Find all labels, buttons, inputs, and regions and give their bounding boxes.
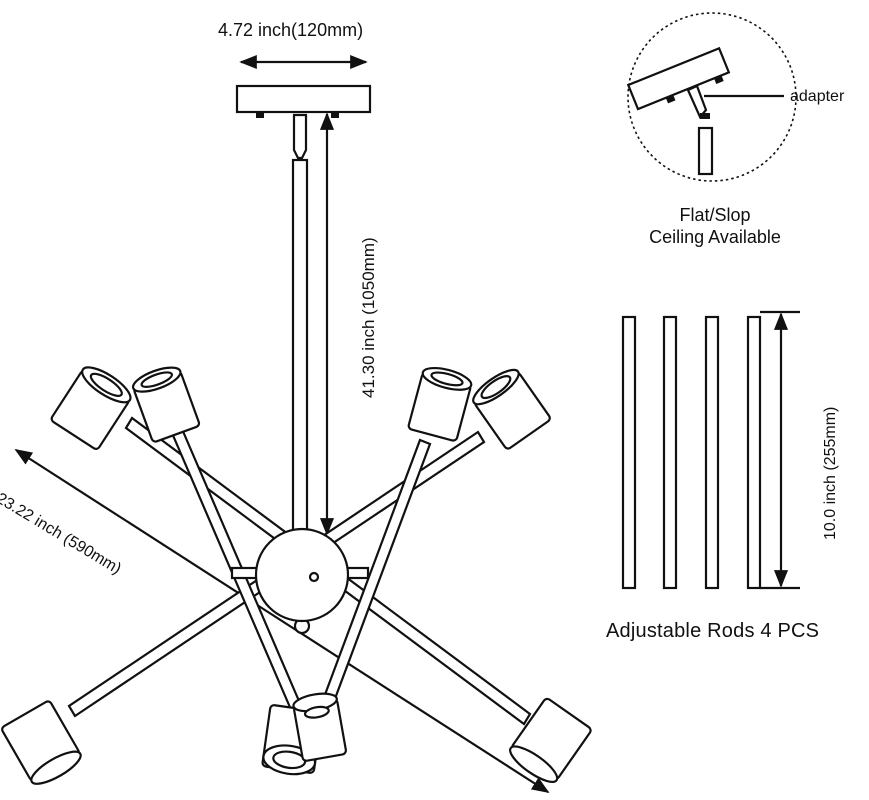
socket-upper-right-outer <box>472 368 551 450</box>
down-rod <box>291 113 309 534</box>
socket-lower-left <box>1 700 82 785</box>
adapter-icon <box>686 84 710 120</box>
rod-length-label: 10.0 inch (255mm) <box>822 406 839 540</box>
span-arrow <box>14 449 550 793</box>
ceiling-caption-line2: Ceiling Available <box>649 227 781 247</box>
rods-caption: Adjustable Rods 4 PCS <box>606 620 820 642</box>
socket-upper-right-inner <box>407 366 473 442</box>
ceiling-canopy <box>235 84 372 118</box>
total-height-label: 41.30 inch (1050mm) <box>359 237 378 398</box>
socket-bottom-back <box>292 692 347 762</box>
socket-lower-right <box>509 697 592 783</box>
center-hub <box>254 527 350 623</box>
socket-upper-left-outer <box>50 366 132 450</box>
ceiling-caption: Flat/Slop Ceiling Available <box>602 204 828 248</box>
canopy-width-label: 4.72 inch(120mm) <box>218 20 364 40</box>
adapter-label: adapter <box>790 88 845 105</box>
adapter-detail <box>626 12 797 182</box>
socket-upper-left-inner <box>131 366 201 443</box>
adjustable-rods <box>621 310 800 590</box>
ceiling-caption-line1: Flat/Slop <box>679 205 751 225</box>
